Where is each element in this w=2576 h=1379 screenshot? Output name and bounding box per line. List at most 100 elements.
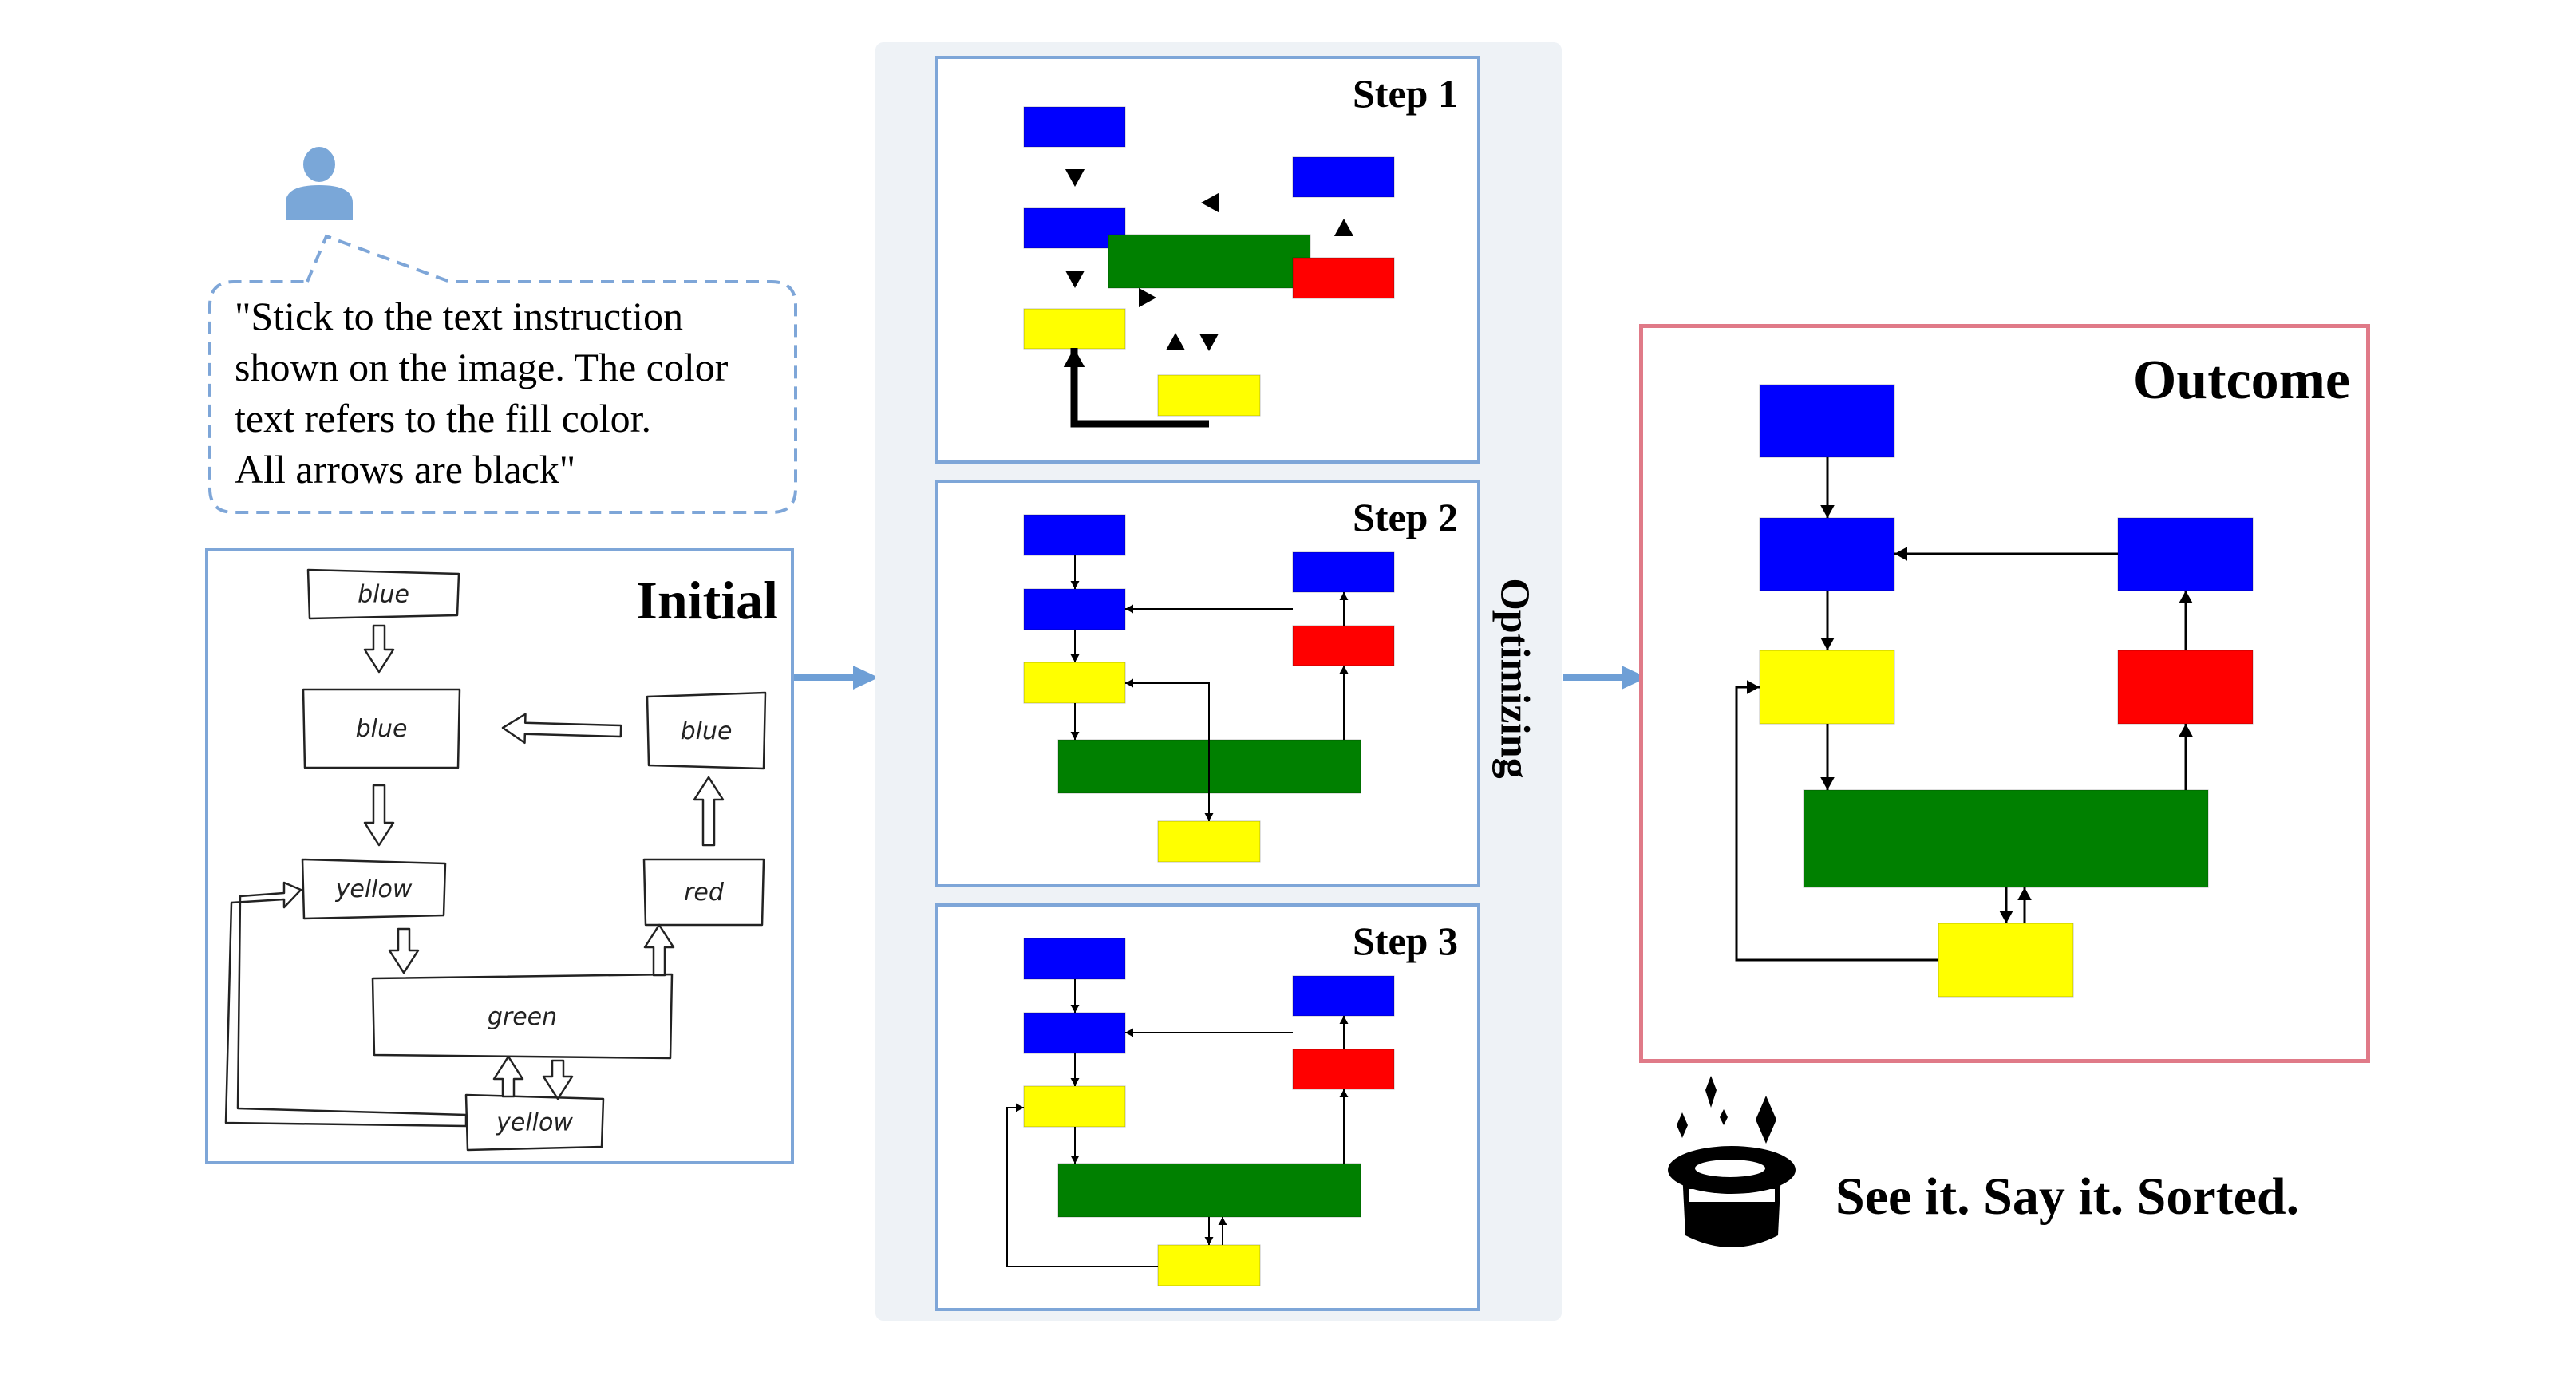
arrowhead-down-icon xyxy=(1070,654,1080,662)
step3-svg-yellow-box-1 xyxy=(1023,1085,1126,1128)
arrowhead-down-icon xyxy=(1204,813,1214,821)
arrowhead-up-icon xyxy=(2179,591,2193,603)
step-2-panel: Step 2 xyxy=(935,480,1480,887)
step1-blue-box-2 xyxy=(1023,207,1126,249)
outcome-title: Outcome xyxy=(2132,350,2350,411)
step-3-diagram xyxy=(1006,938,1395,1286)
outcome-red-box xyxy=(2117,650,2254,725)
arrowhead-up-icon xyxy=(1333,219,1354,236)
step2-svg-blue-box-3 xyxy=(1292,551,1395,593)
step3-svg-blue-box-3 xyxy=(1292,975,1395,1017)
arrowhead-right-icon xyxy=(1747,680,1760,694)
step-2-title: Step 2 xyxy=(1353,495,1458,539)
sketch-label: blue xyxy=(356,715,408,743)
step3-svg-blue-box-2 xyxy=(1023,1012,1126,1054)
step-3-title: Step 3 xyxy=(1353,919,1458,963)
arrowhead-left-icon xyxy=(1125,678,1133,688)
speech-bubble xyxy=(208,234,797,514)
sketch-label: red xyxy=(684,879,725,907)
sketch-arrow-down-icon xyxy=(363,624,395,674)
sketch-label: blue xyxy=(358,581,409,609)
step2-svg-blue-box-1 xyxy=(1023,514,1126,556)
user-instruction-text: "Stick to the text instruction shown on … xyxy=(235,294,729,492)
sketch-box-blue xyxy=(302,688,461,769)
step1-red-box xyxy=(1292,257,1395,299)
arrowhead-up-icon xyxy=(1339,1016,1349,1024)
arrowhead-up-icon xyxy=(1218,1217,1227,1225)
step3-svg-blue-box-1 xyxy=(1023,938,1126,980)
sketch-box-yellow xyxy=(301,858,447,920)
arrowhead-down-icon xyxy=(1199,334,1219,351)
arrowhead-down-icon xyxy=(1070,1078,1080,1086)
flow-arrow-right-icon xyxy=(794,666,879,690)
flow-arrow-right-icon xyxy=(1563,666,1647,690)
tagline: See it. Say it. Sorted. xyxy=(1835,1168,2300,1226)
optimizing-label: Optimizing xyxy=(1491,559,1539,798)
arrowhead-up-icon xyxy=(1339,1089,1349,1097)
outcome-diagram xyxy=(1735,384,2254,998)
outcome-panel: Outcome xyxy=(1639,324,2370,1063)
step1-blue-box-1 xyxy=(1023,106,1126,148)
outcome-blue-box-1 xyxy=(1759,384,1895,458)
arrowhead-down-icon xyxy=(1070,1156,1080,1164)
sketch-arrow-down-icon xyxy=(542,1059,574,1100)
arrowhead-right-icon xyxy=(1016,1103,1024,1112)
sketch-arrow-left-icon xyxy=(501,713,622,744)
magic-hat-icon xyxy=(1668,1076,1796,1247)
arrowhead-left-icon xyxy=(1894,547,1907,561)
arrowhead-up-icon xyxy=(1063,348,1085,367)
arrow-line xyxy=(1070,348,1209,428)
arrowhead-left-icon xyxy=(1125,1028,1133,1037)
arrowhead-up-icon xyxy=(2017,887,2032,900)
step1-yellow-box-1 xyxy=(1023,308,1126,350)
arrowhead-down-icon xyxy=(1204,1237,1214,1245)
sketch-box-blue xyxy=(306,568,460,620)
arrowhead-left-icon xyxy=(1125,604,1133,614)
arrowhead-down-icon xyxy=(1820,638,1835,650)
outcome-yellow-box-1 xyxy=(1759,650,1895,725)
sketch-box-red xyxy=(642,858,765,927)
step-3-panel: Step 3 xyxy=(935,903,1480,1311)
optimizing-label-text: Optimizing xyxy=(1491,578,1538,779)
step3-svg-green-box xyxy=(1057,1163,1361,1218)
step-2-diagram xyxy=(1023,514,1395,863)
sketch-box-blue xyxy=(646,691,767,770)
sketch-label: blue xyxy=(681,717,733,745)
step1-yellow-box-2 xyxy=(1157,374,1261,417)
initial-title: Initial xyxy=(636,570,778,630)
step2-svg-red-box xyxy=(1292,625,1395,666)
arrowhead-up-icon xyxy=(1339,666,1349,674)
step3-svg-red-box xyxy=(1292,1049,1395,1090)
step1-blue-box-3 xyxy=(1292,156,1395,198)
sketch-loop-arrow-icon xyxy=(224,881,468,1128)
sketch-label: green xyxy=(488,1003,557,1031)
arrowhead-up-icon xyxy=(1165,333,1186,350)
sketch-label: yellow xyxy=(496,1109,573,1137)
outcome-yellow-box-2 xyxy=(1938,923,2074,998)
arrowhead-down-icon xyxy=(1820,505,1835,518)
step2-svg-yellow-box-2 xyxy=(1157,820,1261,863)
arrowhead-down-icon xyxy=(1070,732,1080,740)
person-icon xyxy=(286,147,353,220)
outcome-blue-box-3 xyxy=(2117,517,2254,591)
arrowhead-down-icon xyxy=(1999,911,2013,923)
sketch-arrow-down-icon xyxy=(388,927,420,974)
step1-green-box xyxy=(1108,234,1311,289)
step3-svg-yellow-box-2 xyxy=(1157,1244,1261,1286)
sketch-arrow-up-icon xyxy=(492,1055,524,1098)
sketch-arrow-up-icon xyxy=(643,923,675,977)
sketch-arrow-up-icon xyxy=(693,776,725,847)
arrowhead-down-icon xyxy=(1065,169,1085,187)
arrowhead-up-icon xyxy=(1339,592,1349,600)
arrowhead-down-icon xyxy=(1070,1005,1080,1013)
step2-svg-blue-box-2 xyxy=(1023,588,1126,630)
arrowhead-left-icon xyxy=(1201,192,1219,213)
arrowhead-down-icon xyxy=(1070,581,1080,589)
step2-svg-yellow-box-1 xyxy=(1023,662,1126,704)
arrowhead-down-icon xyxy=(1065,271,1085,288)
sketch-arrow-down-icon xyxy=(363,784,395,847)
step-1-diagram xyxy=(1023,106,1395,428)
arrowhead-right-icon xyxy=(1139,287,1156,308)
